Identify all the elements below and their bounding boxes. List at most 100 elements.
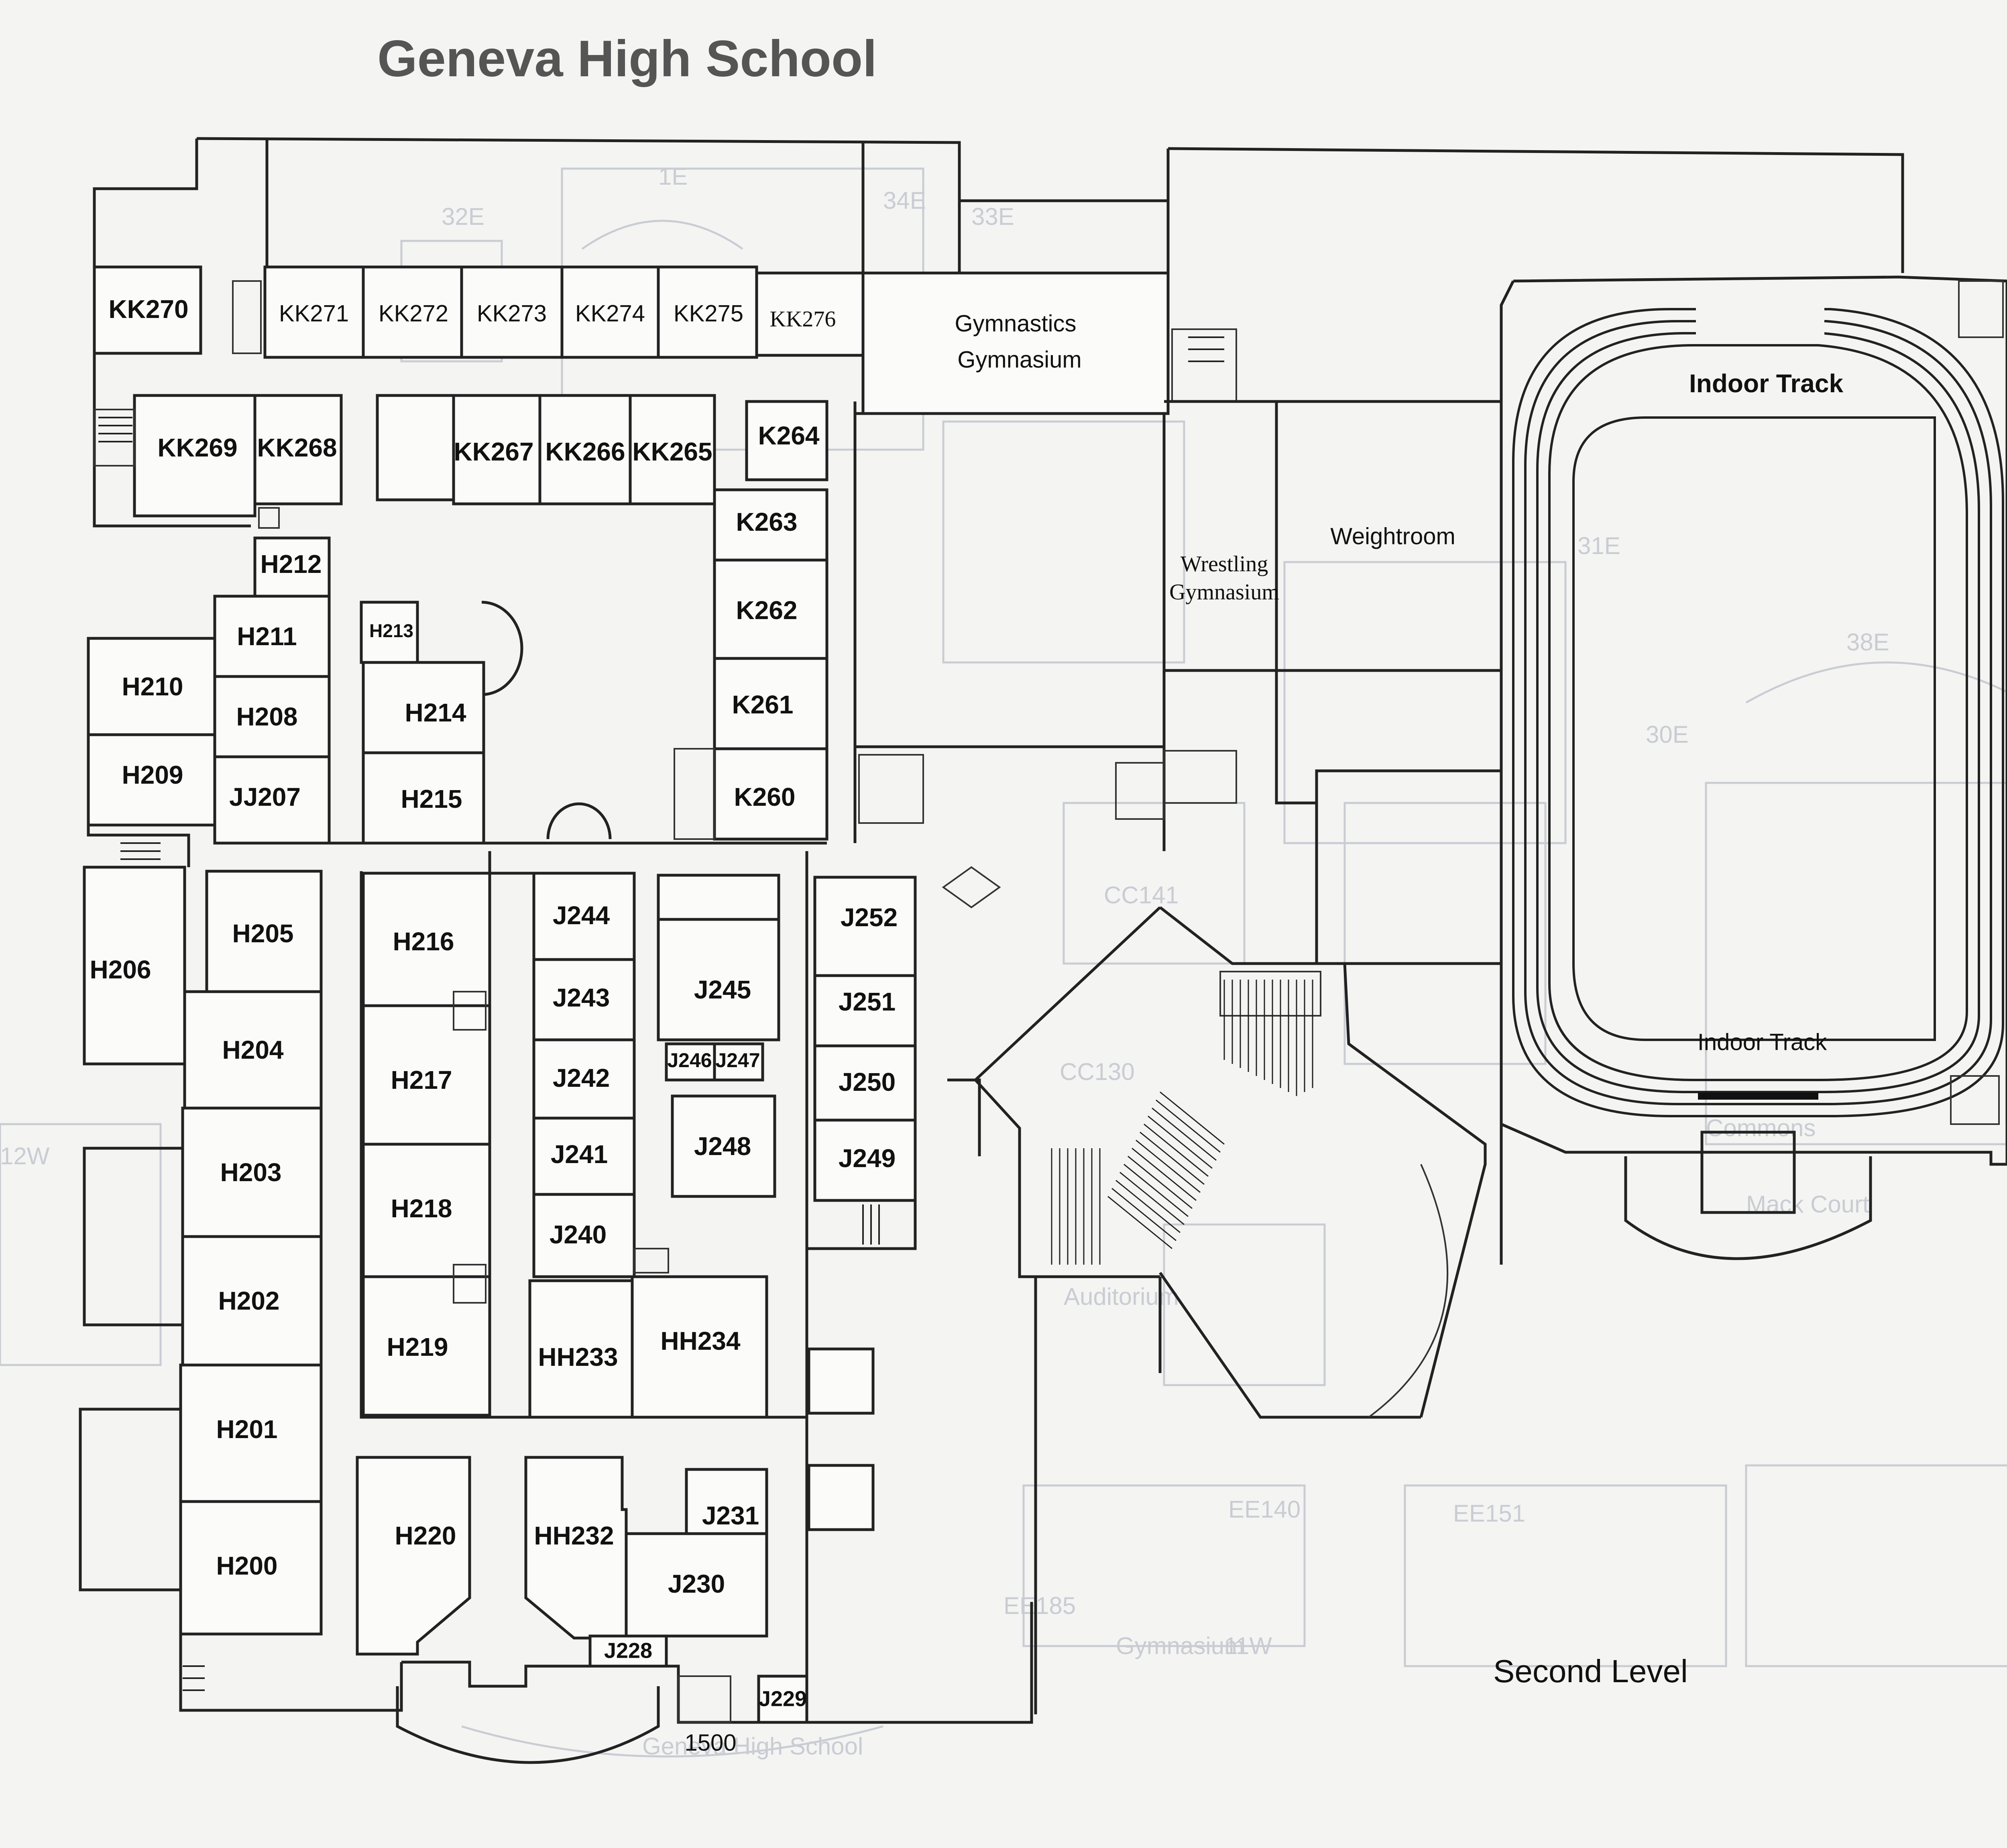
room-kk274[interactable] <box>560 265 660 359</box>
room-label-j241: J241 <box>551 1140 608 1169</box>
room-j228[interactable] <box>588 1634 668 1668</box>
room-label-h219: H219 <box>387 1333 448 1361</box>
room-label-jj207: JJ207 <box>229 782 301 811</box>
room-j241[interactable] <box>532 1117 636 1196</box>
room-label-j248: J248 <box>694 1132 751 1161</box>
room-label-kk274: KK274 <box>575 300 645 326</box>
room-label-k262: K262 <box>736 596 798 625</box>
h-left-column: H206 H205 H204 H203 H202 H201 H200 <box>79 866 403 1712</box>
room-h212[interactable] <box>253 536 331 598</box>
entrance-number: 1500 <box>684 1730 736 1756</box>
room-label-j230: J230 <box>668 1569 725 1598</box>
ghost-label: EE140 <box>1228 1496 1301 1523</box>
ghost-label: 31E <box>1578 532 1620 559</box>
label-gymnasium: Gymnasium <box>957 346 1081 373</box>
ghost-label: 12W <box>0 1143 50 1170</box>
restroom-east-2 <box>807 1464 875 1531</box>
label-indoor-track-bottom: Indoor Track <box>1698 1029 1827 1055</box>
room-label-h216: H216 <box>393 927 454 956</box>
room-jj207[interactable] <box>213 755 331 845</box>
room-kk273[interactable] <box>460 265 564 359</box>
room-k264[interactable] <box>745 400 828 481</box>
room-label-h201: H201 <box>216 1415 278 1444</box>
room-j229[interactable] <box>757 1675 808 1724</box>
room-j245[interactable] <box>657 918 780 1041</box>
room-j244[interactable] <box>532 872 636 961</box>
room-kk275[interactable] <box>657 265 758 359</box>
room-h206[interactable] <box>83 866 186 1066</box>
room-label-j244: J244 <box>553 901 610 930</box>
room-label-j247: J247 <box>715 1049 760 1072</box>
ghost-label: 11W <box>1224 1632 1272 1659</box>
room-h213[interactable] <box>360 601 419 664</box>
room-h204[interactable] <box>183 990 323 1110</box>
room-label-h214: H214 <box>405 698 466 727</box>
room-hh234[interactable] <box>631 1275 768 1419</box>
room-j251[interactable] <box>813 974 917 1047</box>
ghost-label: CC141 <box>1104 882 1179 909</box>
room-h208[interactable] <box>213 675 331 758</box>
restrooms-center <box>657 874 780 921</box>
ghost-label: EE151 <box>1453 1500 1525 1527</box>
room-kk270[interactable] <box>93 265 202 355</box>
room-h210[interactable] <box>87 637 216 736</box>
room-kk271[interactable] <box>263 265 365 359</box>
room-k263[interactable] <box>713 488 828 562</box>
room-j249[interactable] <box>813 1119 917 1202</box>
room-kk268[interactable] <box>253 394 343 505</box>
room-h200[interactable] <box>179 1500 323 1636</box>
room-h209[interactable] <box>87 733 216 827</box>
room-label-h204: H204 <box>222 1035 284 1064</box>
room-label-kk272: KK272 <box>379 300 448 326</box>
room-h219[interactable] <box>362 1275 491 1417</box>
room-label-h215: H215 <box>401 784 462 813</box>
room-j247[interactable] <box>713 1042 764 1082</box>
room-label-j243: J243 <box>553 983 610 1012</box>
label-gymnastics: Gymnastics <box>955 310 1077 336</box>
restroom-east-1 <box>807 1347 875 1415</box>
room-kk267[interactable] <box>452 394 541 505</box>
room-label-h210: H210 <box>122 672 183 701</box>
room-h216[interactable] <box>362 872 491 1007</box>
room-k260[interactable] <box>713 747 828 841</box>
area-gymnastics-gymnasium[interactable] <box>861 271 1170 415</box>
room-kk269[interactable] <box>133 394 256 518</box>
stair-turret-north <box>481 601 523 696</box>
room-label-kk269: KK269 <box>157 433 237 462</box>
room-h220[interactable] <box>356 1456 471 1656</box>
room-k261[interactable] <box>713 657 828 750</box>
room-kk265[interactable] <box>629 394 716 505</box>
room-label-j251: J251 <box>839 987 896 1016</box>
room-h211[interactable] <box>213 595 331 678</box>
room-label-j250: J250 <box>839 1068 896 1096</box>
room-label-h200: H200 <box>216 1551 278 1580</box>
room-label-hh234: HH234 <box>660 1326 741 1355</box>
room-h214[interactable] <box>362 661 485 754</box>
ghost-label: 32E <box>442 203 484 230</box>
room-label-h208: H208 <box>236 702 298 731</box>
room-h217[interactable] <box>362 1004 491 1146</box>
stair-turret-center <box>546 802 612 839</box>
ghost-label: Geneva High School <box>642 1733 863 1760</box>
room-label-h209: H209 <box>122 760 183 789</box>
ghost-label: 30E <box>1646 721 1689 748</box>
room-kk276[interactable] <box>755 271 871 357</box>
restrooms-north <box>376 394 455 501</box>
room-label-h206: H206 <box>90 955 151 984</box>
room-j248[interactable] <box>671 1094 776 1198</box>
room-j240[interactable] <box>532 1193 636 1278</box>
room-j250[interactable] <box>813 1044 917 1122</box>
room-label-h217: H217 <box>391 1066 452 1094</box>
room-hh233[interactable] <box>528 1279 634 1419</box>
ghost-label: Gymnasium <box>1116 1632 1244 1659</box>
room-label-j246: J246 <box>667 1049 712 1072</box>
room-j230[interactable] <box>625 1532 768 1638</box>
room-label-k263: K263 <box>736 507 798 536</box>
indoor-track-section: Indoor Track Indoor Track <box>1500 275 2007 1261</box>
room-label-kk273: KK273 <box>477 300 547 326</box>
gym-section: Gymnastics Gymnasium Wrestling Gymnasium <box>853 271 1487 1714</box>
room-label-kk276: KK276 <box>770 307 836 332</box>
room-kk272[interactable] <box>362 265 463 359</box>
room-label-kk275: KK275 <box>674 300 743 326</box>
